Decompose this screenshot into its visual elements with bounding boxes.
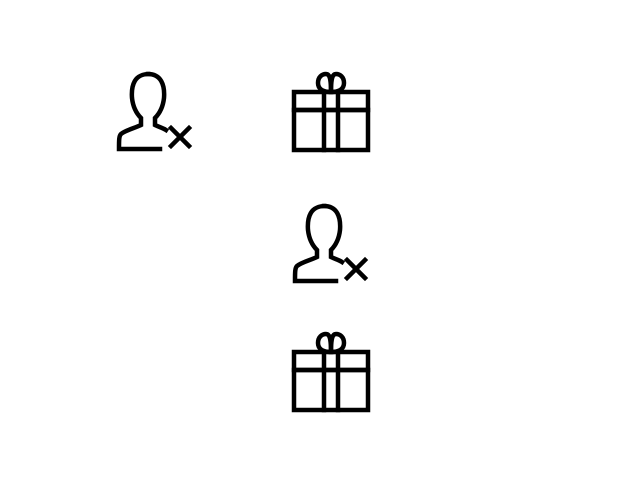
gift-icon[interactable] <box>290 71 372 154</box>
remove-user-icon[interactable] <box>116 71 193 152</box>
remove-user-icon[interactable] <box>292 203 369 284</box>
gift-icon[interactable] <box>290 331 372 414</box>
